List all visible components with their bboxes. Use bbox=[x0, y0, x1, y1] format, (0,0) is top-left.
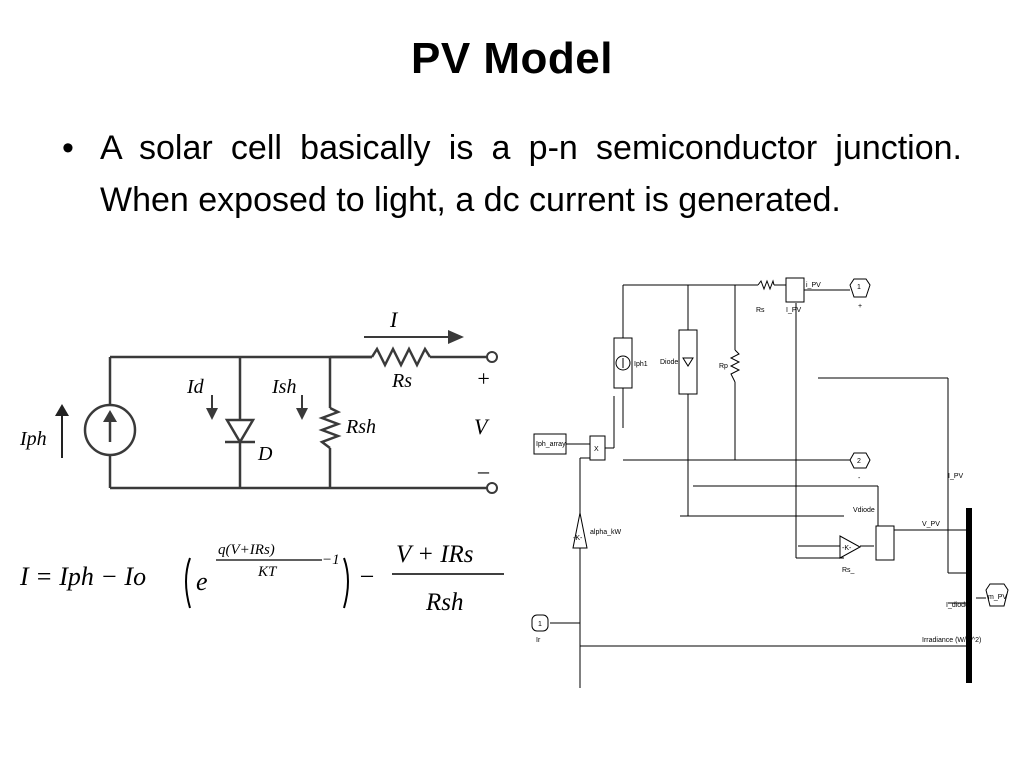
irradiance-label: Irradiance (W/m^2) bbox=[922, 637, 981, 644]
iph-current-source: Iph1 bbox=[613, 337, 648, 389]
series-resistor-icon bbox=[757, 279, 775, 291]
svg-text:-K-: -K- bbox=[842, 545, 852, 552]
bus-creator bbox=[966, 508, 972, 683]
output-m-pv: m_PV bbox=[985, 583, 1009, 607]
ipv-bus-label: I_PV bbox=[948, 473, 964, 480]
shunt-resistor-label: Rsh bbox=[345, 416, 376, 438]
svg-text:+: + bbox=[858, 303, 862, 310]
exp-base: e bbox=[196, 567, 208, 596]
gain-rs-block: -K- Rs_ bbox=[839, 535, 862, 574]
minus-label: – bbox=[477, 458, 490, 483]
svg-text:Iph_array: Iph_array bbox=[536, 441, 566, 448]
fraction-numerator: V + IRs bbox=[396, 541, 474, 568]
output-port-1: 1 + bbox=[849, 278, 871, 310]
gain-block: -K- alpha_kW bbox=[572, 512, 622, 549]
rs-label: Rs bbox=[756, 307, 765, 314]
output-port-2: 2 - bbox=[849, 452, 871, 482]
svg-text:1: 1 bbox=[857, 284, 861, 291]
svg-text:-K-: -K- bbox=[573, 535, 583, 542]
voltage-label: V bbox=[474, 414, 490, 439]
current-arrow-icon bbox=[364, 330, 464, 344]
svg-text:X: X bbox=[594, 446, 599, 453]
idiode-label: I_diode bbox=[946, 602, 969, 609]
pv-equivalent-circuit: I Rs Id Ish Rsh D Iph V + – bbox=[19, 307, 498, 494]
shunt-current-label: Ish bbox=[271, 376, 296, 398]
shunt-current-arrow-icon bbox=[296, 395, 308, 420]
diode-current-label: Id bbox=[186, 376, 205, 398]
svg-text:Rp: Rp bbox=[719, 363, 728, 370]
svg-text:alpha_kW: alpha_kW bbox=[590, 529, 622, 536]
input-port-ir: 1 Ir bbox=[531, 614, 549, 644]
series-resistor-label: Rs bbox=[391, 370, 412, 392]
svg-text:-: - bbox=[858, 475, 861, 482]
ipv-meas-label: i_PV bbox=[806, 282, 821, 289]
vdiode-label: Vdiode bbox=[853, 507, 875, 514]
svg-text:Iph1: Iph1 bbox=[634, 361, 648, 368]
svg-text:Ir: Ir bbox=[536, 637, 541, 644]
diode-icon bbox=[224, 418, 256, 445]
current-label: I bbox=[389, 307, 399, 332]
svg-text:1: 1 bbox=[538, 621, 542, 628]
svg-text:Rs_: Rs_ bbox=[842, 567, 855, 574]
exp-denominator: KT bbox=[257, 564, 278, 580]
diode-label: D bbox=[257, 443, 273, 465]
svg-text:m_PV: m_PV bbox=[988, 594, 1007, 601]
svg-text:Diode: Diode bbox=[660, 359, 678, 366]
photo-current-arrow-icon bbox=[55, 404, 69, 458]
plus-label: + bbox=[476, 366, 491, 391]
diode-block: Diode bbox=[660, 329, 698, 395]
current-source-arrow-icon bbox=[103, 410, 117, 442]
shunt-resistor-icon bbox=[318, 406, 342, 449]
exp-numerator: q(V+IRs) bbox=[218, 542, 275, 558]
diode-current-arrow-icon bbox=[206, 395, 218, 420]
exp-tail: −1 bbox=[322, 552, 340, 568]
simulink-pv-model: 1 + 2 - Iph1 Diode Rp Rs I_PV i_PV Iph_a… bbox=[531, 277, 1009, 688]
bullet-text: A solar cell basically is a p-n semicond… bbox=[100, 129, 962, 219]
fraction-denominator: Rsh bbox=[425, 589, 464, 616]
photo-current-label: Iph bbox=[19, 428, 47, 450]
vpv-label: V_PV bbox=[922, 521, 940, 528]
bullet-dot-icon: • bbox=[62, 129, 74, 167]
pv-current-equation: I = Iph − Io e q(V+IRs) KT −1 − V + IRs … bbox=[19, 541, 504, 616]
equation-lhs: I = Iph − Io bbox=[19, 562, 146, 591]
equation-minus: − bbox=[358, 562, 376, 591]
multiplier-block: X bbox=[589, 435, 606, 461]
ipv-label: I_PV bbox=[786, 307, 802, 314]
svg-text:2: 2 bbox=[857, 458, 861, 465]
rp-resistor: Rp bbox=[719, 349, 741, 383]
sum-block bbox=[875, 525, 895, 561]
bullet-item: • A solar cell basically is a p-n semico… bbox=[62, 122, 962, 226]
slide-title: PV Model bbox=[410, 34, 614, 83]
iph-array-block: Iph_array bbox=[533, 433, 567, 455]
